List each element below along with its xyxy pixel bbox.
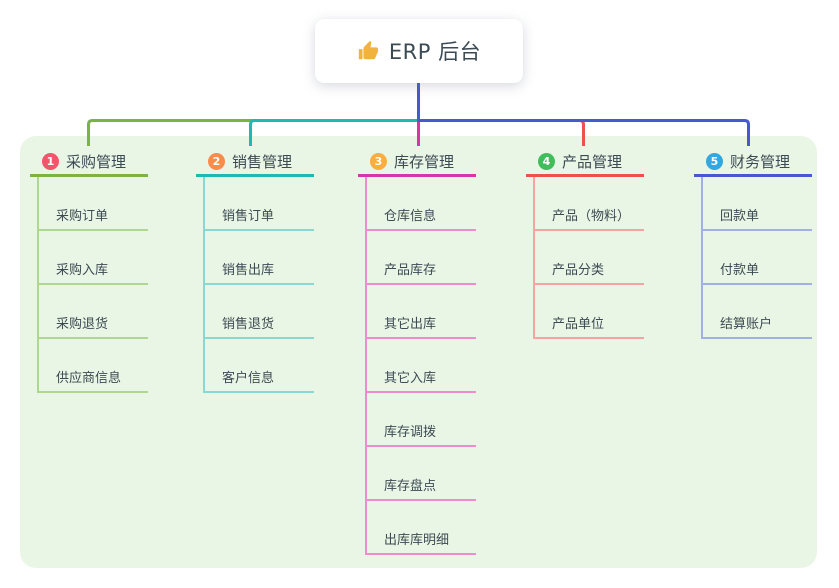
branch-purchase: 1 采购管理 采购订单 采购入库 采购退货 供应商信息 (30, 148, 148, 393)
node-product-material[interactable]: 产品（物料） (535, 177, 644, 231)
badge-2-icon: 2 (208, 152, 225, 170)
node-stock-count[interactable]: 库存盘点 (367, 447, 476, 501)
node-receipt-bill[interactable]: 回款单 (703, 177, 812, 231)
branch-product-children: 产品（物料） 产品分类 产品单位 (533, 177, 644, 339)
node-payment-bill[interactable]: 付款单 (703, 231, 812, 285)
branch-finance-title: 财务管理 (730, 152, 791, 171)
node-product-unit[interactable]: 产品单位 (535, 285, 644, 339)
node-sales-return[interactable]: 销售退货 (205, 285, 314, 339)
node-product-category[interactable]: 产品分类 (535, 231, 644, 285)
branch-purchase-children: 采购订单 采购入库 采购退货 供应商信息 (37, 177, 148, 393)
node-stock-transfer[interactable]: 库存调拨 (367, 393, 476, 447)
branch-inventory: 3 库存管理 仓库信息 产品库存 其它出库 其它入库 库存调拨 库存盘点 出库库… (358, 148, 476, 555)
branch-product-header[interactable]: 4 产品管理 (526, 148, 644, 177)
branch-product-title: 产品管理 (562, 152, 623, 171)
node-settlement-account[interactable]: 结算账户 (703, 285, 812, 339)
branch-finance-header[interactable]: 5 财务管理 (694, 148, 812, 177)
node-supplier-info[interactable]: 供应商信息 (39, 339, 148, 393)
node-outbound-detail[interactable]: 出库库明细 (367, 501, 476, 555)
branch-inventory-children: 仓库信息 产品库存 其它出库 其它入库 库存调拨 库存盘点 出库库明细 (365, 177, 476, 555)
badge-3-icon: 3 (370, 152, 387, 170)
branch-inventory-header[interactable]: 3 库存管理 (358, 148, 476, 177)
branch-sales: 2 销售管理 销售订单 销售出库 销售退货 客户信息 (196, 148, 314, 393)
root-node[interactable]: ERP 后台 (315, 19, 523, 83)
badge-1-icon: 1 (42, 152, 59, 170)
root-node-label: ERP 后台 (388, 40, 482, 64)
branch-finance: 5 财务管理 回款单 付款单 结算账户 (694, 148, 812, 339)
node-other-outbound[interactable]: 其它出库 (367, 285, 476, 339)
node-purchase-return[interactable]: 采购退货 (39, 285, 148, 339)
node-customer-info[interactable]: 客户信息 (205, 339, 314, 393)
node-other-inbound[interactable]: 其它入库 (367, 339, 476, 393)
branch-sales-children: 销售订单 销售出库 销售退货 客户信息 (203, 177, 314, 393)
branch-product: 4 产品管理 产品（物料） 产品分类 产品单位 (526, 148, 644, 339)
thumbs-up-icon (358, 40, 378, 60)
branches-background-panel (20, 136, 817, 568)
node-sales-order[interactable]: 销售订单 (205, 177, 314, 231)
branch-purchase-header[interactable]: 1 采购管理 (30, 148, 148, 177)
node-purchase-inbound[interactable]: 采购入库 (39, 231, 148, 285)
badge-4-icon: 4 (538, 152, 555, 170)
branch-inventory-title: 库存管理 (394, 152, 455, 171)
node-product-stock[interactable]: 产品库存 (367, 231, 476, 285)
node-sales-outbound[interactable]: 销售出库 (205, 231, 314, 285)
node-purchase-order[interactable]: 采购订单 (39, 177, 148, 231)
branch-purchase-title: 采购管理 (66, 152, 127, 171)
badge-5-icon: 5 (706, 152, 723, 170)
branch-finance-children: 回款单 付款单 结算账户 (701, 177, 812, 339)
branch-sales-title: 销售管理 (232, 152, 293, 171)
branch-sales-header[interactable]: 2 销售管理 (196, 148, 314, 177)
node-warehouse-info[interactable]: 仓库信息 (367, 177, 476, 231)
